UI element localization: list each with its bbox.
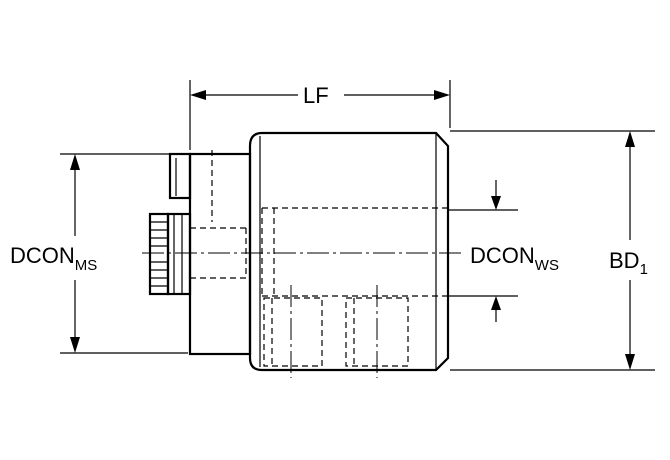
dim-bd1	[450, 130, 655, 371]
label-bd1-sub: 1	[640, 261, 648, 278]
shank-flange	[188, 152, 252, 356]
screw-hole-1-hidden	[263, 297, 323, 367]
label-dcon-ws: DCONWS	[470, 243, 559, 274]
threaded-spigot	[148, 212, 192, 296]
label-dcon-ms-sub: MS	[75, 257, 98, 274]
main-bore-hidden	[261, 207, 448, 297]
label-dcon-ws-sub: WS	[535, 257, 559, 274]
label-dcon-ms: DCONMS	[10, 243, 97, 274]
dim-dcon-ws	[448, 180, 518, 322]
label-dcon-ms-main: DCON	[10, 243, 75, 268]
dim-lf	[189, 80, 451, 150]
dim-dcon-ms	[60, 153, 188, 354]
shank-bore-hidden	[190, 150, 247, 279]
label-lf: LF	[303, 83, 329, 108]
shank-key	[168, 152, 192, 200]
main-body	[248, 131, 450, 372]
label-dcon-ws-main: DCON	[470, 243, 535, 268]
label-bd1: BD1	[609, 248, 648, 278]
label-bd1-main: BD	[609, 248, 640, 273]
